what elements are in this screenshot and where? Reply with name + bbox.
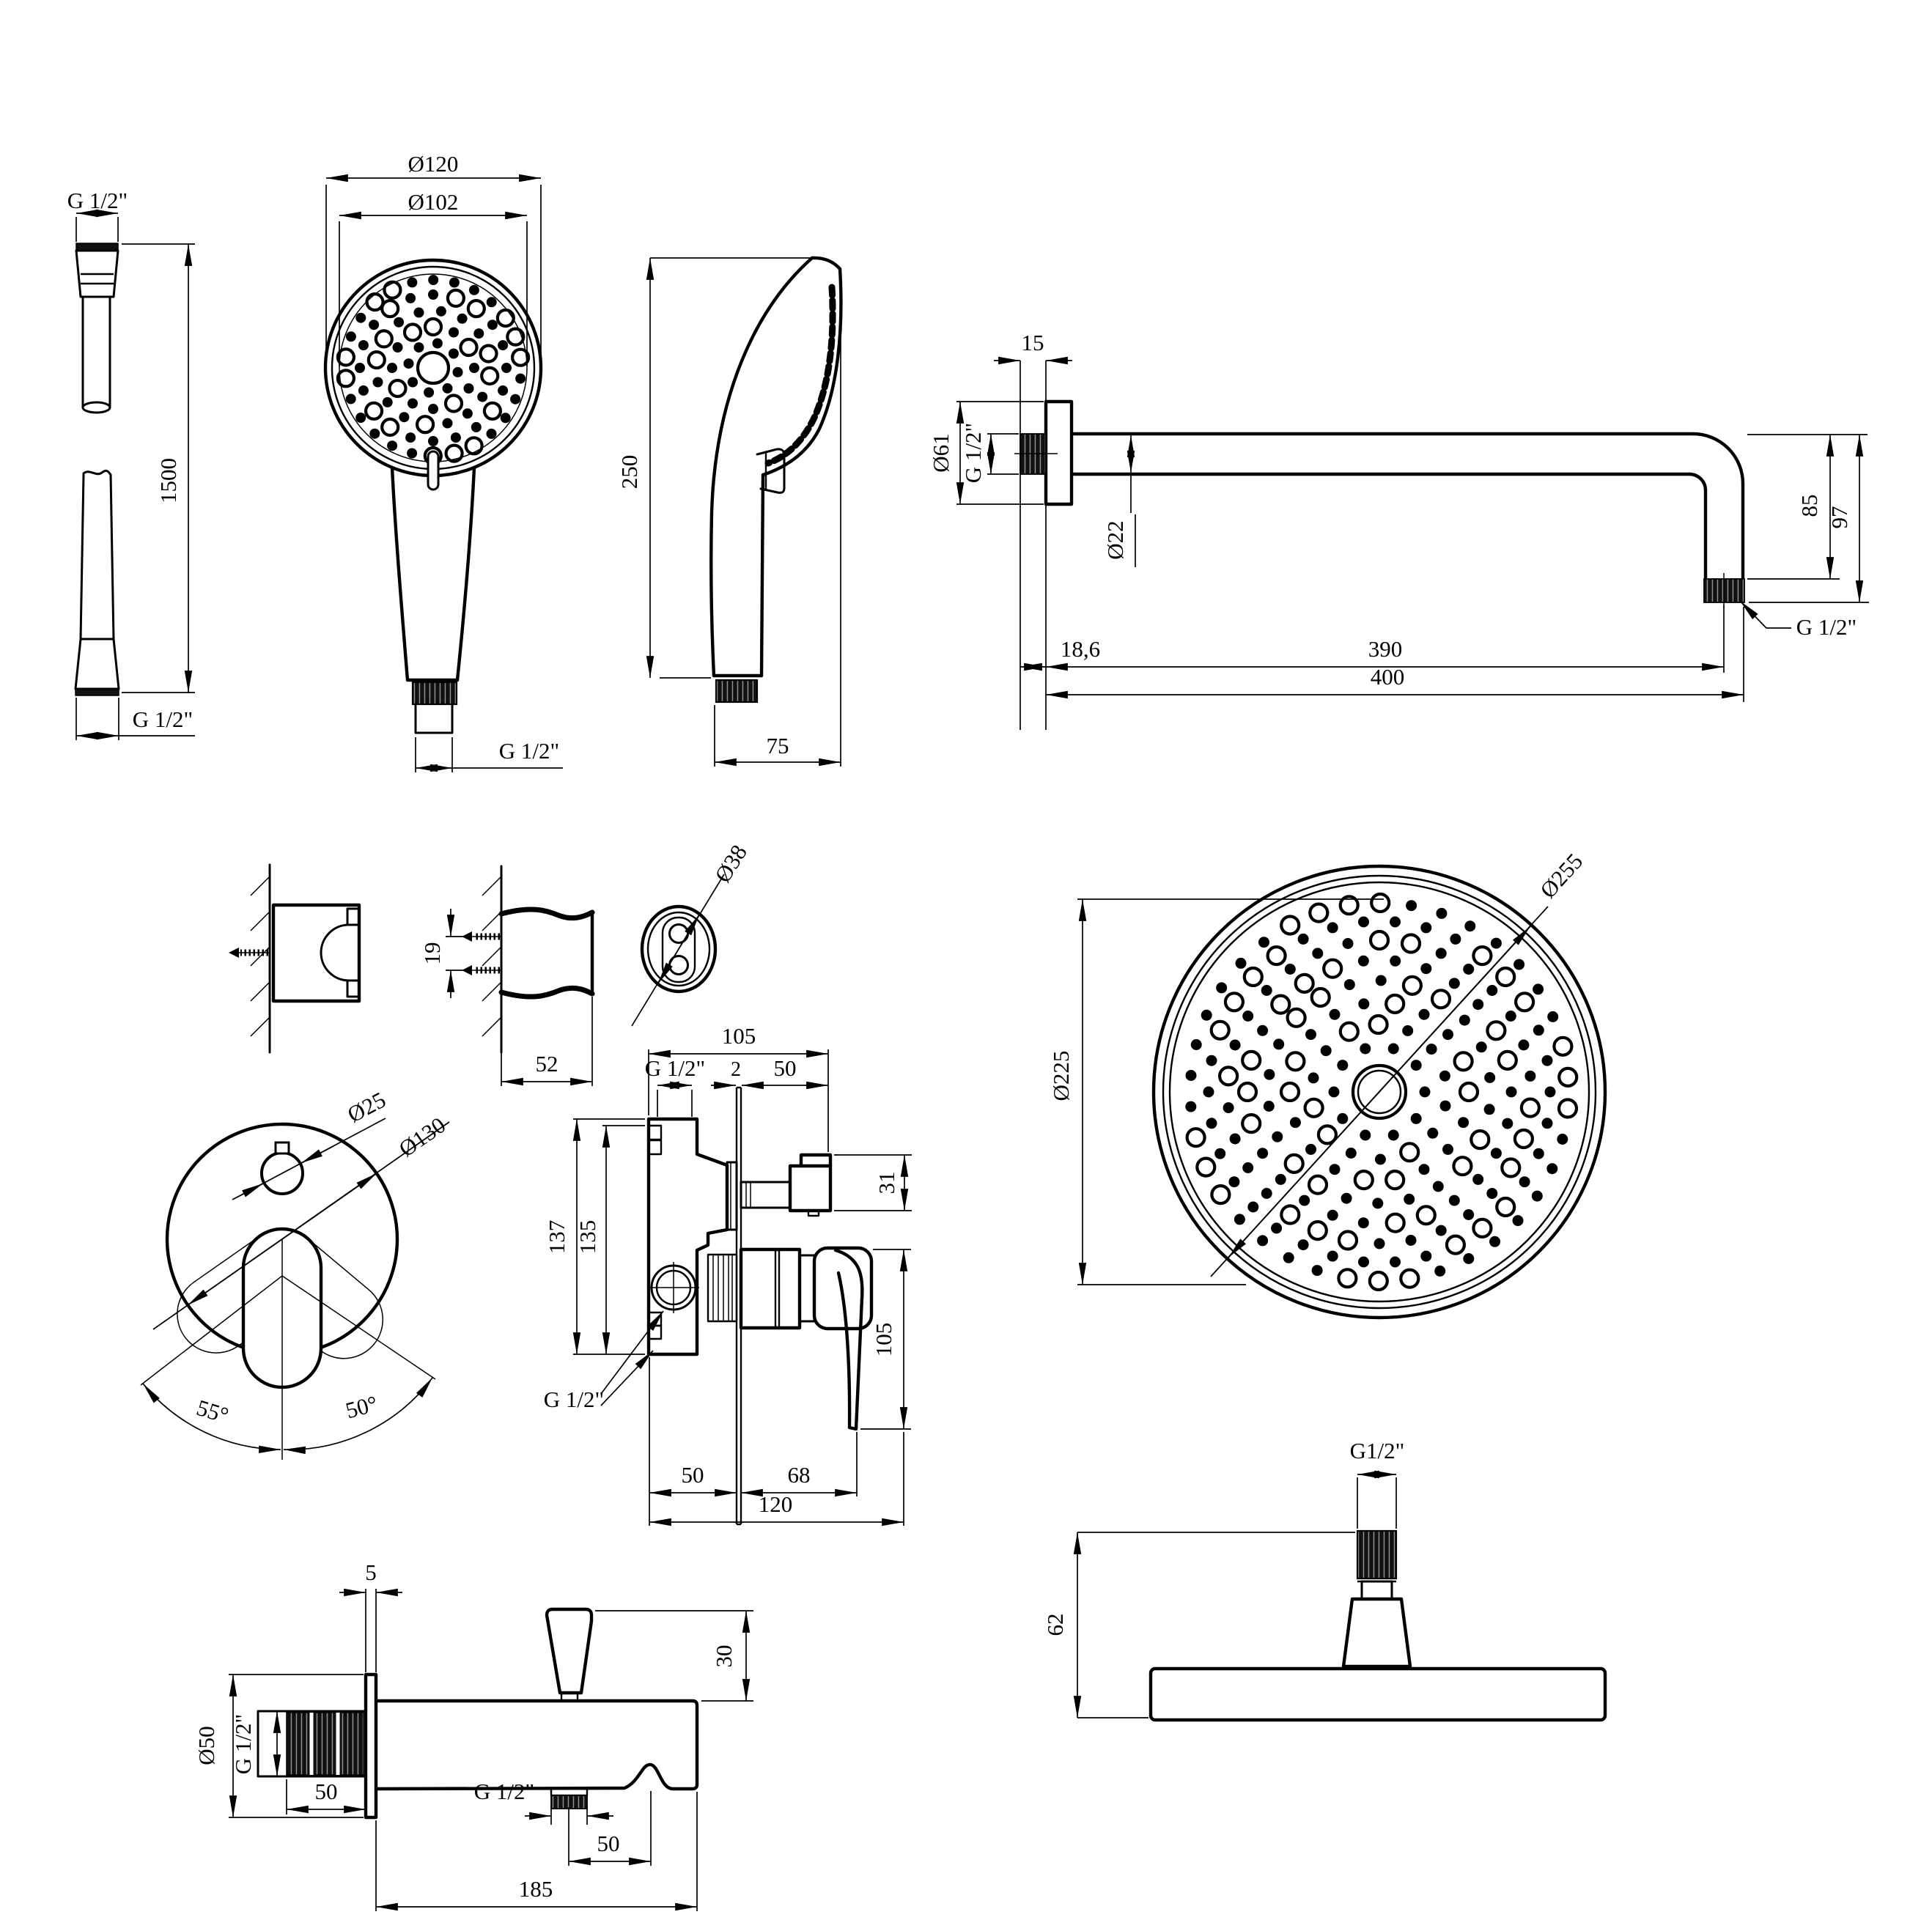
head-face-dia-label: Ø225 [1048,1051,1074,1101]
rain-head-nozzle-pattern [1185,892,1579,1292]
mixer-swing-left-label: 55° [193,1395,232,1428]
mixer-depth-left-label: 50 [682,1462,704,1488]
hose-length-label: 1500 [155,458,181,503]
head-outer-dia-label: Ø255 [1535,849,1588,904]
hand-shower-front-view: Ø120 Ø102 G 1/2" [323,151,563,772]
mixer-total-depth-label: 120 [759,1491,793,1517]
mixer-plate-thickness-label: 2 [731,1058,741,1081]
hand-face-dia-label: Ø102 [408,189,459,215]
spout-inlet-thread-label: G 1/2" [230,1714,256,1774]
head-side-height-label: 62 [1042,1614,1068,1636]
spout-length-label: 185 [519,1876,553,1902]
hand-shower-nozzle-pattern [336,275,531,466]
mixer-body-height-label: 137 [544,1220,569,1255]
mixer-depth-right-label: 68 [788,1462,811,1488]
arm-reach-label: 390 [1368,636,1403,662]
mixer-inner-height-label: 135 [575,1220,600,1255]
arm-offset-label: 18,6 [1061,636,1100,662]
mixer-knob-protrusion-label: 50 [774,1055,797,1081]
bath-spout-view: 5 30 Ø50 G 1/2" 50 G 1/2" 50 185 [193,1559,753,1911]
mixer-knob-height-label: 31 [874,1172,899,1195]
mixer-width-label: 105 [722,1023,756,1049]
hand-side-height-label: 250 [616,455,642,490]
shower-arm-view: 15 Ø61 G 1/2" Ø22 85 97 G 1/2" 18,6 390 … [928,330,1869,730]
hand-thread-label: G 1/2" [499,738,559,764]
arm-tube-dia-label: Ø22 [1102,520,1128,559]
spout-plate-thickness-label: 5 [365,1559,377,1585]
arm-flange-dia-label: Ø61 [928,433,954,472]
mixer-outlet-thread-label: G 1/2" [544,1387,604,1412]
hand-side-width-label: 75 [767,733,789,758]
spout-flange-dia-label: Ø50 [193,1726,219,1765]
spout-diverter-height-label: 30 [711,1645,737,1668]
arm-flange-thickness-label: 15 [1022,330,1044,355]
hand-outer-dia-label: Ø120 [408,151,459,177]
arm-tip-thread-label: G 1/2" [1796,614,1857,640]
bracket-back-dia-label: Ø38 [709,841,752,887]
mixer-knob-dia-label: Ø25 [343,1087,390,1128]
spout-outlet-to-tip-label: 50 [597,1831,620,1856]
hose-bottom-thread-label: G 1/2" [133,706,193,732]
rain-head-top-view: Ø255 Ø225 [1048,849,1607,1320]
mixer-inlet-thread-label: G 1/2" [645,1055,705,1081]
head-side-thread-label: G1/2" [1350,1438,1405,1463]
wall-bracket-front-view [229,863,361,1054]
arm-drop-label: 85 [1796,495,1822,517]
bracket-screw-spacing-label: 19 [419,942,445,965]
hand-shower-side-view: 250 75 [616,256,843,767]
arm-total-label: 400 [1371,664,1405,690]
arm-drop-total-label: 97 [1826,506,1852,529]
wall-bracket-side-view: 19 52 [419,865,595,1086]
mixer-lever-drop-label: 105 [871,1323,896,1357]
spout-outlet-thread-label: G 1/2" [474,1779,534,1804]
spout-inlet-length-label: 50 [315,1779,338,1804]
arm-wall-thread-label: G 1/2" [960,423,986,483]
bracket-depth-label: 52 [536,1051,558,1077]
wall-bracket-back-view: Ø38 [631,841,752,1027]
mixer-front-view: 55° 50° Ø25 Ø130 [140,1087,450,1460]
hose-top-thread-label: G 1/2" [67,188,128,213]
mixer-swing-right-label: 50° [343,1390,380,1423]
mixer-side-view: 105 G 1/2" 2 50 31 137 135 105 G 1/2" 50… [544,1023,912,1526]
rain-head-side-view: G1/2" 62 [1042,1438,1607,1722]
shower-hose-view: G 1/2" 1500 G 1/2" [67,188,195,740]
